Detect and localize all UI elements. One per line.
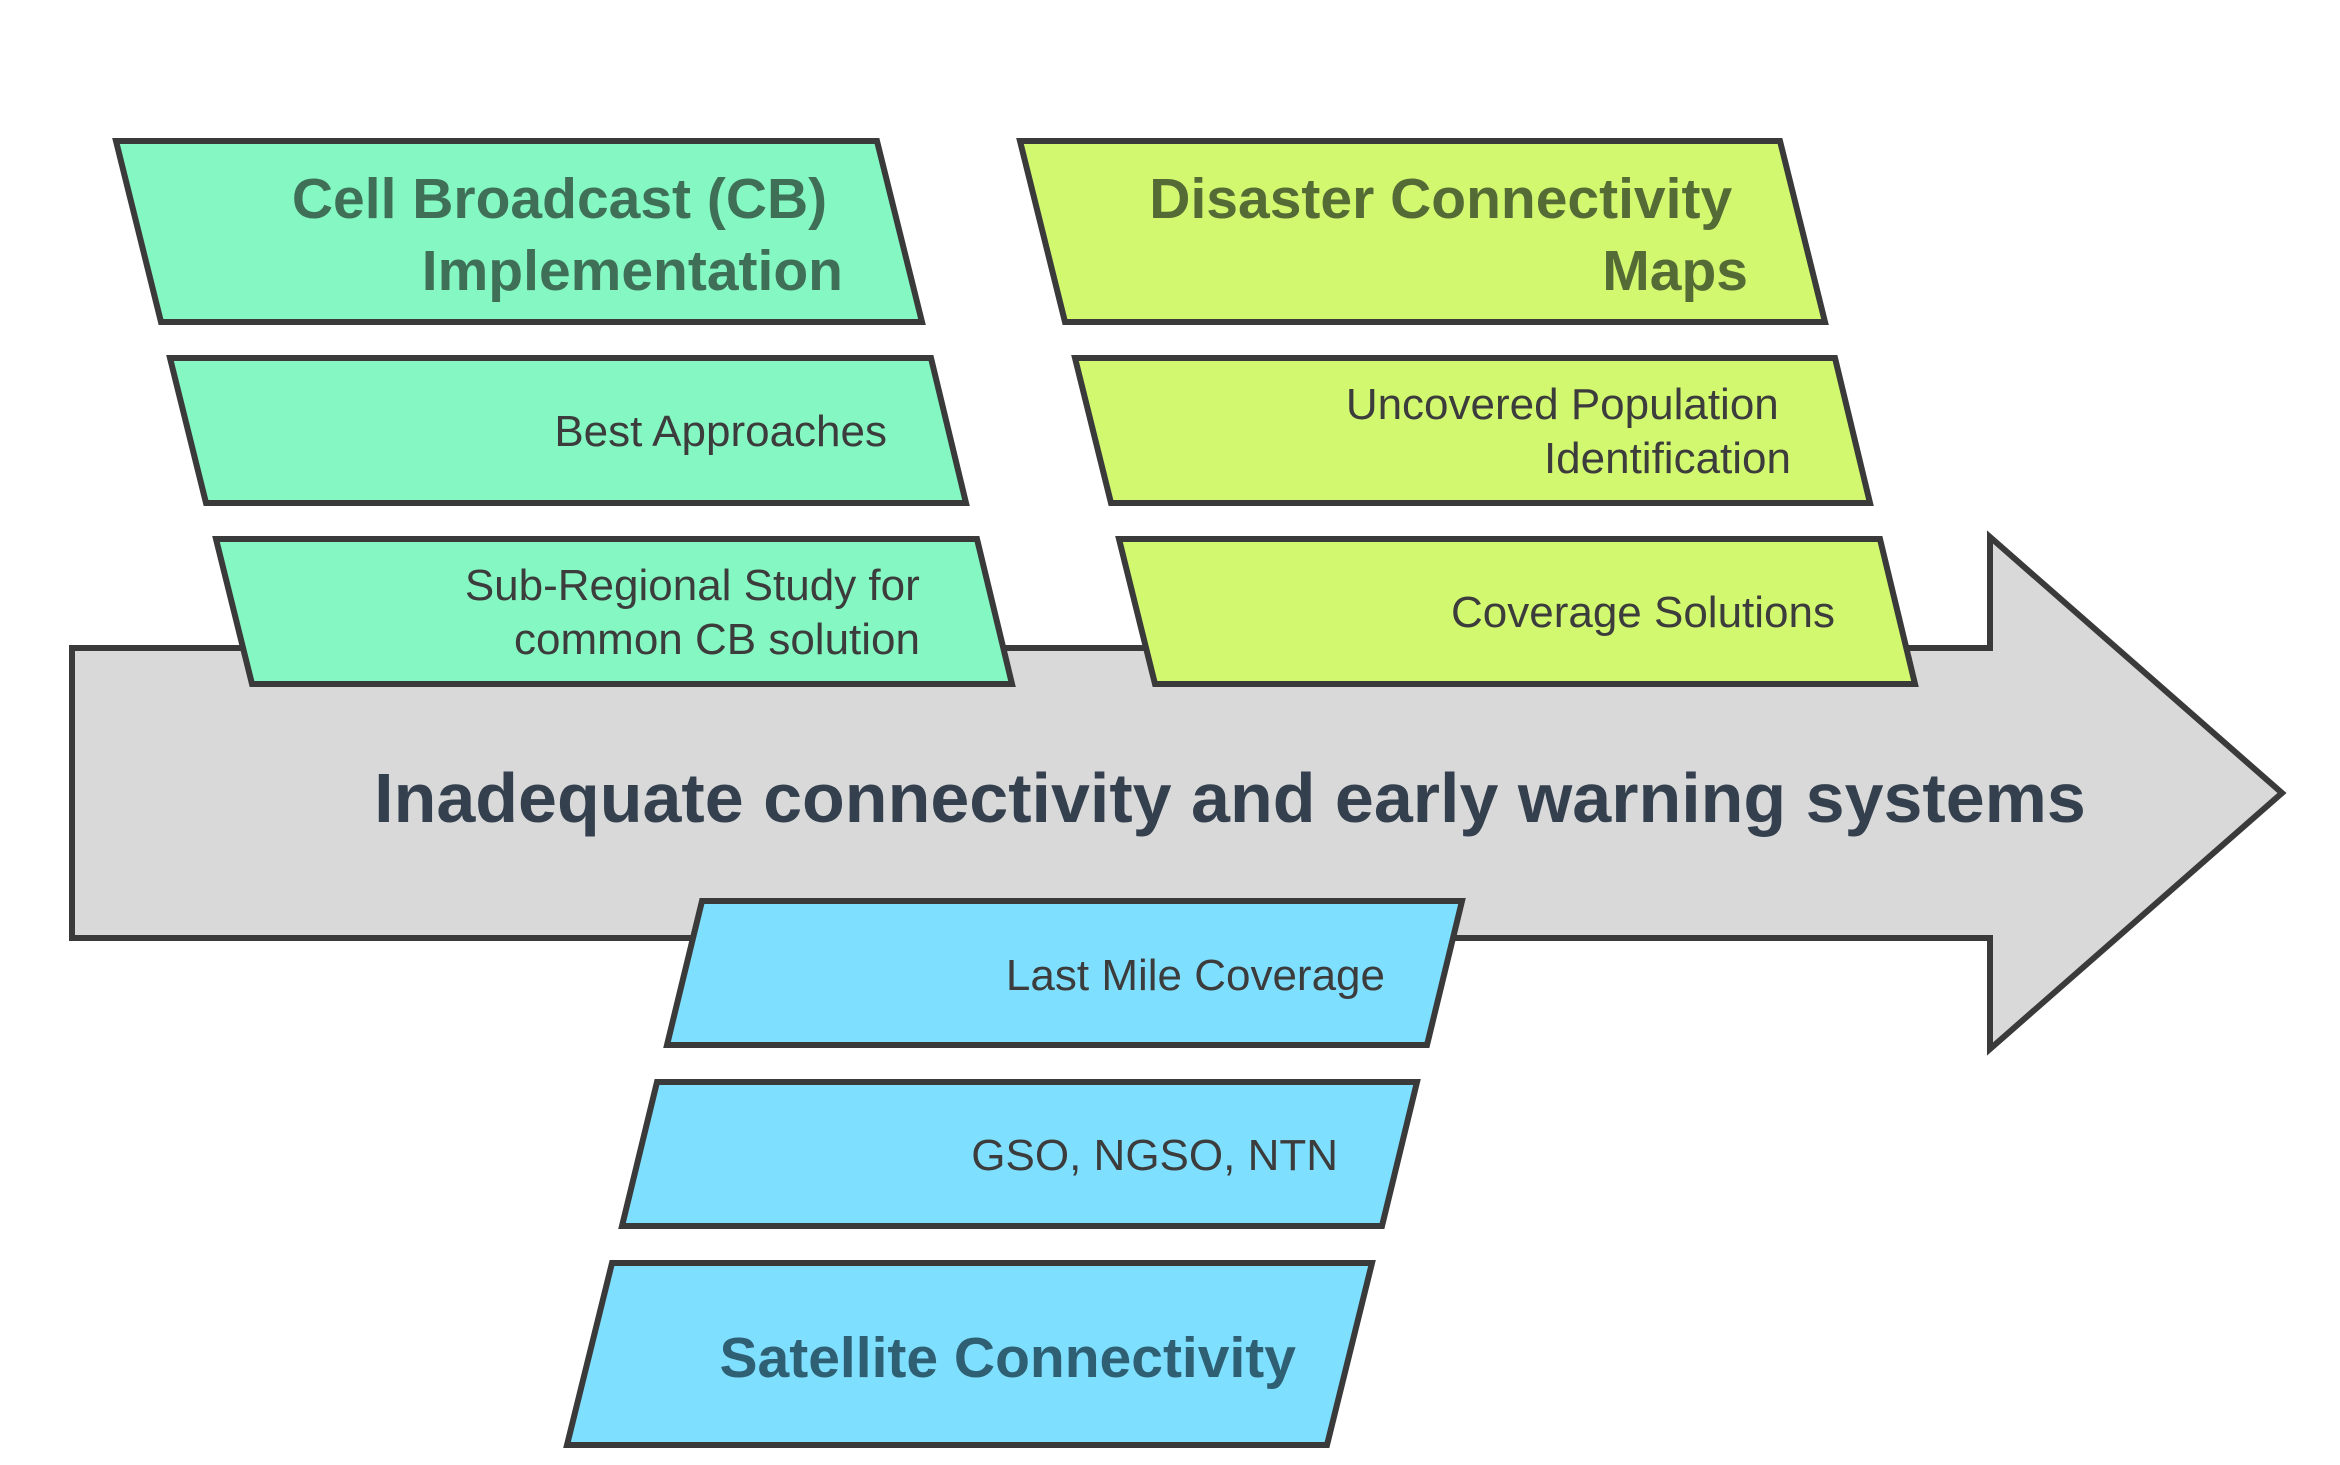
item-box bbox=[212, 536, 1016, 687]
item-coverage-solutions: Coverage Solutions bbox=[1115, 536, 1919, 687]
item-box bbox=[166, 355, 970, 506]
item-label: Sub-Regional Study for common CB solutio… bbox=[465, 561, 932, 664]
item-gso-ngso-ntn: GSO, NGSO, NTN bbox=[618, 1079, 1421, 1229]
item-label: Best Approaches bbox=[554, 407, 887, 456]
category-box bbox=[563, 1260, 1376, 1448]
item-label: Last Mile Coverage bbox=[1006, 951, 1385, 1000]
item-box bbox=[1115, 536, 1919, 687]
item-label: Uncovered Population Identification bbox=[1346, 380, 1791, 483]
item-uncovered-population: Uncovered Population Identification bbox=[1071, 355, 1874, 506]
category-disaster-maps: Disaster Connectivity Maps bbox=[1016, 138, 1829, 325]
item-last-mile-coverage: Last Mile Coverage bbox=[663, 898, 1466, 1048]
category-title: Satellite Connectivity bbox=[720, 1326, 1297, 1390]
category-title: Cell Broadcast (CB) Implementation bbox=[292, 167, 843, 303]
category-satellite: Satellite Connectivity bbox=[563, 1260, 1376, 1448]
item-sub-regional-study: Sub-Regional Study for common CB solutio… bbox=[212, 536, 1016, 687]
item-box bbox=[1071, 355, 1874, 506]
item-box bbox=[618, 1079, 1421, 1229]
category-cell-broadcast: Cell Broadcast (CB) Implementation bbox=[112, 138, 926, 325]
item-box bbox=[663, 898, 1466, 1048]
branch-disaster-maps: Coverage Solutions Uncovered Population … bbox=[1016, 138, 1919, 687]
item-best-approaches: Best Approaches bbox=[166, 355, 970, 506]
category-box bbox=[112, 138, 926, 325]
spine-label: Inadequate connectivity and early warnin… bbox=[374, 759, 2086, 837]
category-box bbox=[1016, 138, 1829, 325]
item-label: GSO, NGSO, NTN bbox=[971, 1131, 1338, 1180]
item-label: Coverage Solutions bbox=[1451, 588, 1835, 637]
category-title: Disaster Connectivity Maps bbox=[1149, 167, 1748, 303]
branch-satellite: Last Mile Coverage GSO, NGSO, NTN Satell… bbox=[563, 898, 1466, 1448]
branch-cell-broadcast: Sub-Regional Study for common CB solutio… bbox=[112, 138, 1016, 687]
